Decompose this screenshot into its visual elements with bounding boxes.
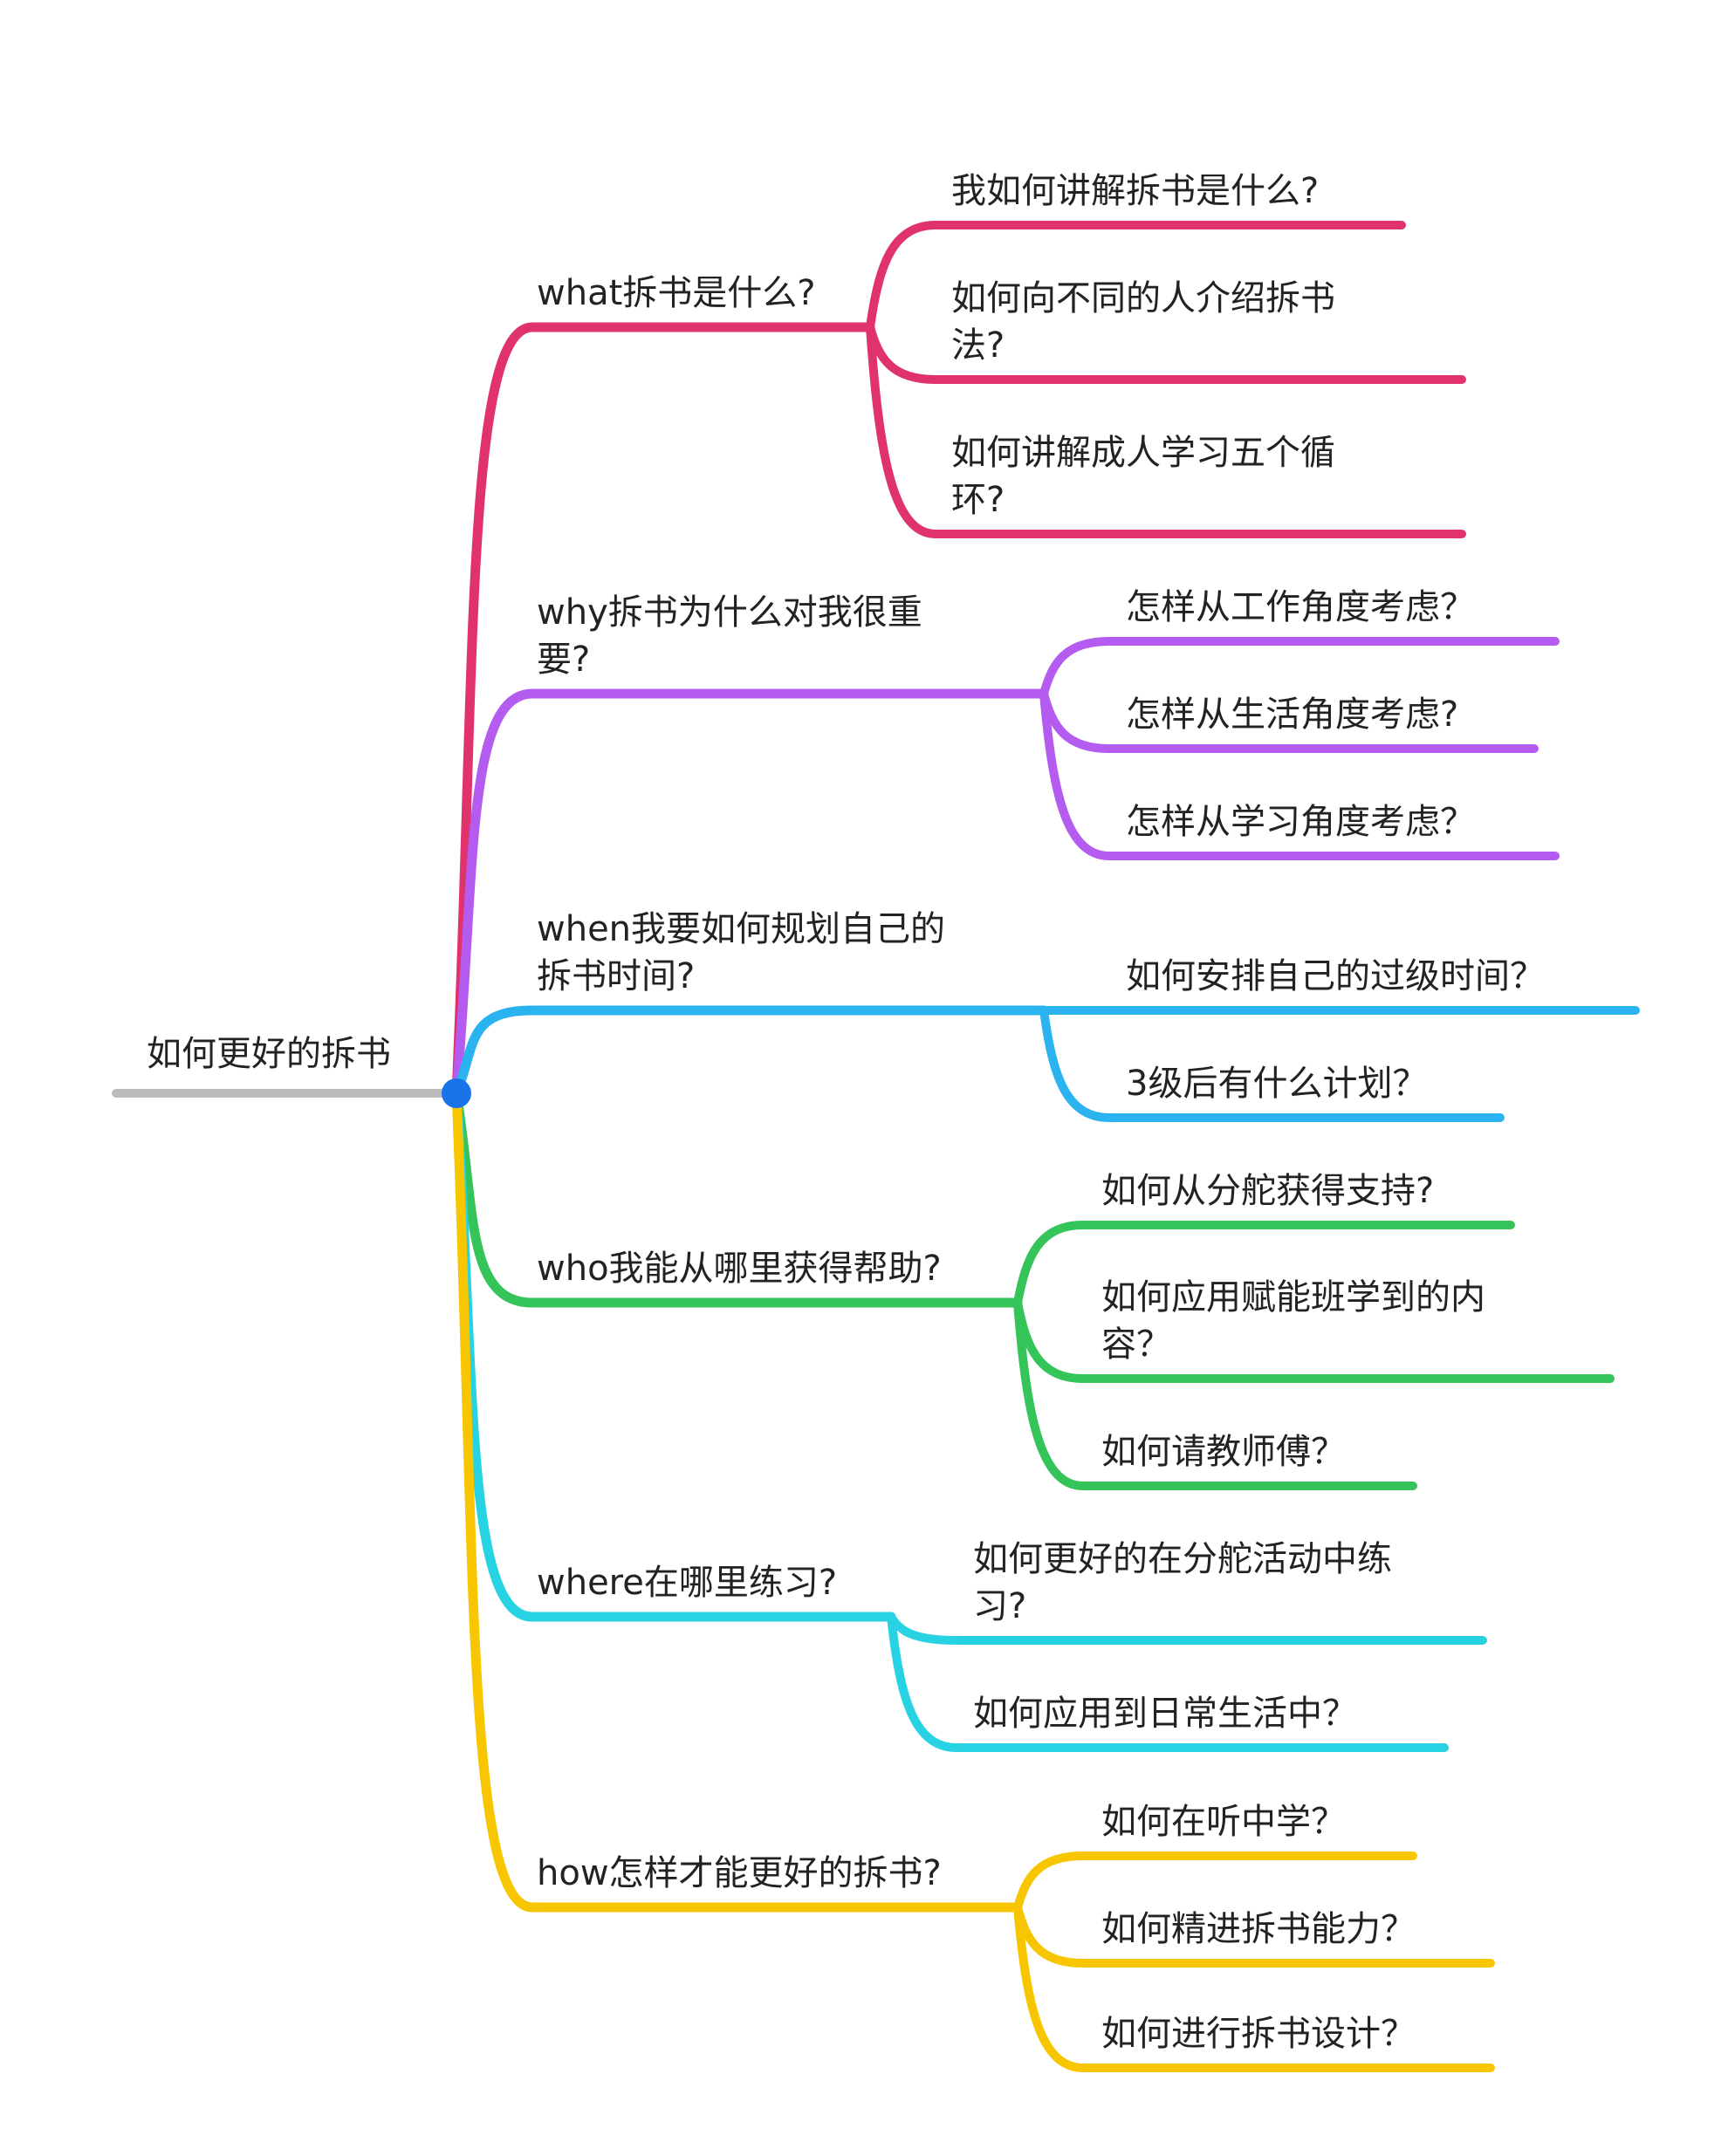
subtopic-why-3-line: 怎样从学习角度考虑？ — [1126, 802, 1475, 842]
subtopic-when-1: 如何安排自己的过级时间？ — [1126, 953, 1545, 1000]
subtopic-why-1-line: 怎样从工作角度考虑？ — [1126, 587, 1475, 627]
subtopic-who-2-line: 如何应用赋能班学到的内 — [1101, 1277, 1485, 1318]
subtopic-how-3-line: 如何进行拆书设计？ — [1101, 2014, 1416, 2054]
subtopic-when-2-line: 3级后有什么计划？ — [1126, 1064, 1428, 1104]
subtopic-how-2-line: 如何精进拆书能力？ — [1101, 1909, 1416, 1949]
subtopic-what-2: 如何向不同的人介绍拆书法? — [951, 275, 1335, 369]
subtopic-why-2-line: 怎样从生活角度考虑? — [1126, 695, 1459, 735]
branch-topic-why-line: 要? — [537, 640, 591, 680]
subtopic-why-1: 怎样从工作角度考虑？ — [1126, 584, 1475, 631]
branch-topic-who: who我能从哪里获得帮助? — [537, 1245, 942, 1292]
subtopic-what-2-line: 法? — [951, 325, 1005, 366]
subtopic-connector-how-3 — [1013, 1903, 1495, 2072]
branch-topic-why-line: why拆书为什么对我很重 — [537, 592, 922, 633]
subtopic-what-3: 如何讲解成人学习五个循环? — [951, 429, 1335, 524]
branch-topic-how-line: how怎样才能更好的拆书? — [537, 1853, 942, 1893]
subtopic-how-2: 如何精进拆书能力？ — [1101, 1906, 1416, 1953]
subtopic-who-1: 如何从分舵获得支持? — [1101, 1167, 1434, 1215]
subtopic-how-1-line: 如何在听中学？ — [1101, 1802, 1346, 1842]
subtopic-who-2: 如何应用赋能班学到的内容？ — [1101, 1274, 1485, 1368]
branch-topic-who-line: who我能从哪里获得帮助? — [537, 1249, 942, 1289]
subtopic-what-3-line: 环? — [951, 480, 1005, 520]
subtopic-why-2: 怎样从生活角度考虑? — [1126, 691, 1458, 738]
branch-topic-why: why拆书为什么对我很重要? — [537, 589, 922, 683]
subtopic-where-1: 如何更好的在分舵活动中练习? — [973, 1536, 1392, 1630]
branch-topic-how: how怎样才能更好的拆书? — [537, 1850, 942, 1897]
subtopic-when-1-line: 如何安排自己的过级时间？ — [1126, 956, 1545, 996]
branch-connector-how — [451, 1088, 1023, 1913]
root-topic: 如何更好的拆书 — [147, 1034, 391, 1074]
subtopic-connector-what-3 — [866, 323, 1466, 538]
subtopic-connector-who-1 — [1013, 1221, 1515, 1307]
subtopic-who-3-line: 如何请教师傅？ — [1101, 1432, 1346, 1472]
branch-topic-what-line: what拆书是什么? — [537, 273, 816, 313]
branch-connector-what — [451, 322, 875, 1099]
branch-topic-when-line: 拆书时间? — [537, 956, 696, 996]
subtopic-where-2: 如何应用到日常生活中？ — [973, 1690, 1357, 1737]
branch-topic-where: where在哪里练习? — [537, 1559, 837, 1606]
subtopic-connector-what-1 — [866, 221, 1406, 332]
subtopic-what-3-line: 如何讲解成人学习五个循 — [951, 433, 1335, 473]
subtopic-where-2-line: 如何应用到日常生活中？ — [973, 1694, 1357, 1734]
subtopic-connector-who-3 — [1013, 1298, 1417, 1490]
subtopic-connector-how-1 — [1013, 1851, 1417, 1912]
subtopic-what-2-line: 如何向不同的人介绍拆书 — [951, 278, 1335, 318]
subtopic-connector-why-1 — [1039, 637, 1560, 698]
branch-topic-where-line: where在哪里练习? — [537, 1563, 838, 1603]
branch-connector-why — [451, 688, 1049, 1099]
subtopic-what-1-line: 我如何讲解拆书是什么? — [951, 171, 1320, 211]
subtopic-connector-when-2 — [1039, 1006, 1505, 1122]
subtopic-how-3: 如何进行拆书设计？ — [1101, 2010, 1416, 2057]
subtopic-when-2: 3级后有什么计划？ — [1126, 1060, 1427, 1107]
subtopic-what-1: 我如何讲解拆书是什么? — [951, 168, 1319, 215]
subtopic-why-3: 怎样从学习角度考虑？ — [1126, 798, 1475, 845]
branch-topic-when-line: when我要如何规划自己的 — [537, 909, 946, 949]
branch-topic-when: when我要如何规划自己的拆书时间? — [537, 906, 945, 1000]
branch-connector-when — [451, 1005, 1049, 1099]
subtopic-who-3: 如何请教师傅？ — [1101, 1428, 1346, 1475]
subtopic-where-1-line: 如何更好的在分舵活动中练 — [973, 1539, 1392, 1579]
subtopic-connector-where-2 — [887, 1612, 1449, 1752]
branch-connector-where — [451, 1088, 896, 1622]
subtopic-who-2-line: 容？ — [1101, 1324, 1171, 1365]
subtopic-where-1-line: 习? — [973, 1586, 1027, 1626]
branch-topic-what: what拆书是什么? — [537, 270, 816, 317]
root-node-dot — [442, 1078, 471, 1108]
subtopic-who-1-line: 如何从分舵获得支持? — [1101, 1171, 1435, 1211]
subtopic-connector-why-3 — [1039, 689, 1560, 860]
subtopic-how-1: 如何在听中学？ — [1101, 1798, 1346, 1845]
